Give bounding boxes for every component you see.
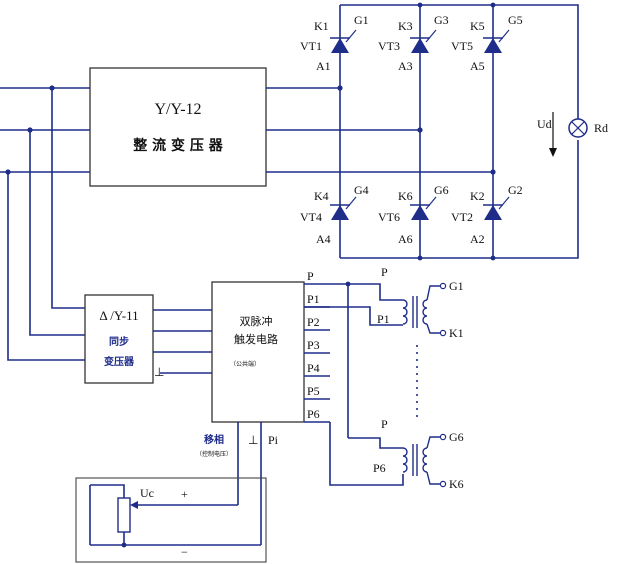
phase-shift-sub: （控制电压） bbox=[196, 450, 232, 458]
g1-label: G1 bbox=[354, 13, 369, 27]
rectifier-transformer: Y/Y-12 整 流 变 压 器 bbox=[89, 67, 267, 187]
g2-label: G2 bbox=[508, 183, 523, 197]
ud-label: Ud bbox=[537, 117, 552, 131]
a2-label: A2 bbox=[470, 232, 485, 246]
trigger-circuit-line2: 触发电路 bbox=[234, 332, 278, 346]
k6-label: K6 bbox=[398, 189, 413, 203]
g5-label: G5 bbox=[508, 13, 523, 27]
thyristor-bridge: K1 G1 VT1 A1 K3 G3 VT3 A3 K5 G5 VT5 A5 K… bbox=[300, 2, 579, 261]
sync-transformer-name1: 同步 bbox=[109, 335, 129, 348]
pt6-p-label: P bbox=[381, 417, 388, 431]
thyristor-vt3 bbox=[410, 29, 437, 53]
a4-label: A4 bbox=[316, 232, 331, 246]
pt6-k6-label: K6 bbox=[449, 477, 464, 491]
pi-label: Pi bbox=[268, 433, 279, 447]
uc-label: Uc bbox=[140, 486, 154, 500]
g4-label: G4 bbox=[354, 183, 369, 197]
trigger-outputs: P P1 P2 P3 P4 P5 P6 bbox=[304, 269, 348, 423]
trigger-circuit-line1: 双脉冲 bbox=[240, 314, 273, 328]
vt5-label: VT5 bbox=[451, 39, 473, 53]
k1-label: K1 bbox=[314, 19, 329, 33]
vt3-label: VT3 bbox=[378, 39, 400, 53]
pt6-g6-label: G6 bbox=[449, 430, 464, 444]
bridge-feed-lines bbox=[266, 85, 496, 175]
pt1-p-label: P bbox=[381, 265, 388, 279]
k4-label: K4 bbox=[314, 189, 329, 203]
k5-label: K5 bbox=[470, 19, 485, 33]
sync-transformer: Δ /Y-11 同步 变压器 bbox=[84, 294, 154, 384]
rd-label: Rd bbox=[594, 121, 608, 135]
k2-label: K2 bbox=[470, 189, 485, 203]
a1-label: A1 bbox=[316, 59, 331, 73]
pulse-transformer-1: P P1 G1 K1 bbox=[304, 265, 464, 438]
control-voltage-box: Uc + − bbox=[75, 477, 267, 563]
thyristor-vt1 bbox=[330, 29, 357, 53]
phase-shift-ground: ⊥ bbox=[248, 433, 258, 447]
sync-ground-symbol: ⊥ bbox=[154, 365, 164, 379]
rectifier-transformer-title: Y/Y-12 bbox=[154, 101, 201, 118]
vt4-label: VT4 bbox=[300, 210, 322, 224]
output-p3-label: P3 bbox=[307, 338, 320, 352]
g3-label: G3 bbox=[434, 13, 449, 27]
output-p1-label: P1 bbox=[307, 292, 320, 306]
trigger-common-label: （公共端） bbox=[230, 360, 260, 368]
ud-arrow: Ud bbox=[537, 112, 557, 157]
vt2-label: VT2 bbox=[451, 210, 473, 224]
vt1-label: VT1 bbox=[300, 39, 322, 53]
output-p6-label: P6 bbox=[307, 407, 320, 421]
a6-label: A6 bbox=[398, 232, 413, 246]
rectifier-transformer-name: 整 流 变 压 器 bbox=[132, 137, 223, 154]
output-p2-label: P2 bbox=[307, 315, 320, 329]
output-p4-label: P4 bbox=[307, 361, 320, 375]
phase-shift-label: 移相 bbox=[204, 433, 224, 446]
pulse-transformer-6: P P6 G6 K6 bbox=[329, 417, 464, 491]
a5-label: A5 bbox=[470, 59, 485, 73]
plus-label: + bbox=[181, 487, 188, 501]
thyristor-vt5 bbox=[483, 29, 510, 53]
pt1-g1-label: G1 bbox=[449, 279, 464, 293]
output-p5-label: P5 bbox=[307, 384, 320, 398]
phase-shift-inputs: 移相 （控制电压） ⊥ Pi bbox=[196, 422, 279, 545]
output-p-label: P bbox=[307, 269, 314, 283]
thyristor-vt6 bbox=[410, 196, 437, 220]
a3-label: A3 bbox=[398, 59, 413, 73]
load-lamp: Rd bbox=[568, 118, 608, 138]
g6-label: G6 bbox=[434, 183, 449, 197]
k3-label: K3 bbox=[398, 19, 413, 33]
pt6-p6-label: P6 bbox=[373, 461, 386, 475]
thyristor-vt2 bbox=[483, 196, 510, 220]
pt1-p1-label: P1 bbox=[377, 312, 390, 326]
pt1-k1-label: K1 bbox=[449, 326, 464, 340]
three-phase-input-lines bbox=[0, 85, 90, 361]
trigger-circuit: 双脉冲 触发电路 （公共端） bbox=[211, 281, 305, 423]
sync-transformer-name2: 变压器 bbox=[104, 355, 135, 368]
sync-transformer-title: Δ /Y-11 bbox=[99, 308, 138, 323]
thyristor-vt4 bbox=[330, 196, 357, 220]
sync-to-trigger-lines: ⊥ bbox=[153, 309, 212, 379]
vt6-label: VT6 bbox=[378, 210, 400, 224]
minus-label: − bbox=[181, 545, 188, 559]
